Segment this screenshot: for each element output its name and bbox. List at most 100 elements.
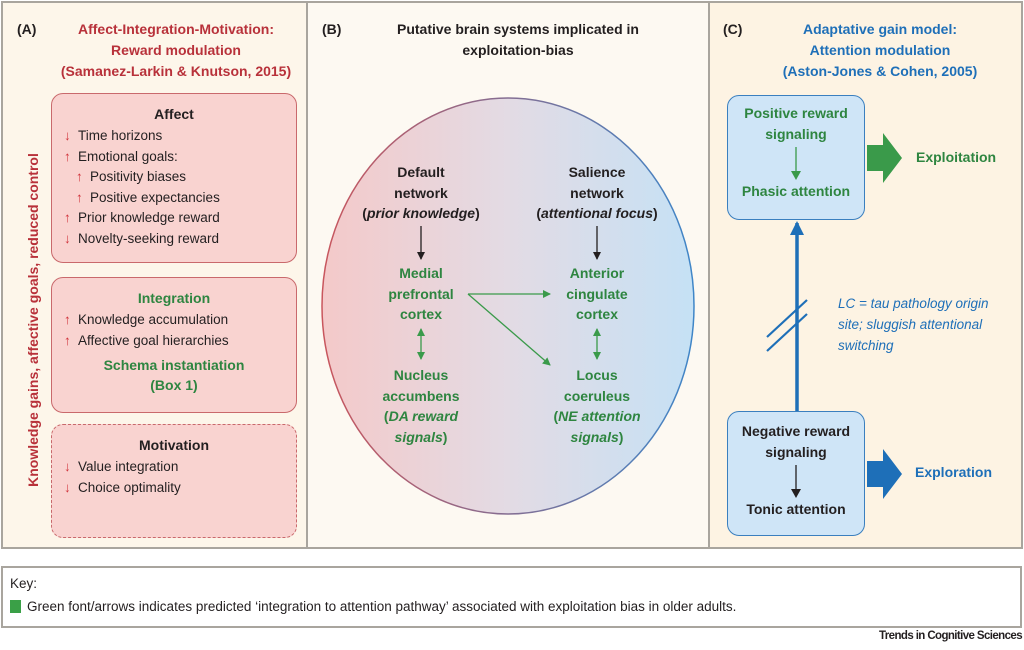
tonic-attention-label: Tonic attention xyxy=(746,501,846,517)
positive-reward-label: Positive reward signaling xyxy=(728,103,864,145)
panel-a-label: (A) xyxy=(17,21,37,37)
phasic-attention-label: Phasic attention xyxy=(741,183,851,199)
paren: ( xyxy=(536,205,541,221)
list-item-increase: ↑Affective goal hierarchies xyxy=(64,331,296,352)
negative-reward-label: Negative reward signaling xyxy=(728,421,864,463)
journal-footer: Trends in Cognitive Sciences xyxy=(879,630,1023,642)
arrow-down-icon: ↓ xyxy=(64,479,71,495)
list-item-text: Novelty-seeking reward xyxy=(78,230,220,246)
salience-network-node: Salience network (attentional focus) xyxy=(522,162,672,224)
node-line: Medial xyxy=(399,265,443,281)
node-line: Locus xyxy=(576,367,618,383)
list-item-increase: ↑Knowledge accumulation xyxy=(64,310,296,331)
list-item-decrease: ↓ Novelty-seeking reward xyxy=(64,229,296,250)
acc-node: Anterior cingulate cortex xyxy=(537,263,657,325)
node-italic: attentional focus xyxy=(540,205,653,221)
box-line: Positive reward xyxy=(744,105,848,121)
node-italic: NE attention xyxy=(558,408,641,424)
box-line: signaling xyxy=(765,444,827,460)
affect-box: Affect ↓Time horizons↑Emotional goals:↑P… xyxy=(51,93,297,263)
title-line: (Samanez-Larkin & Knutson, 2015) xyxy=(60,63,292,79)
node-line: coeruleus xyxy=(563,387,631,404)
integration-box: Integration ↑Knowledge accumulation↑Affe… xyxy=(51,277,297,413)
integration-list: ↑Knowledge accumulation↑Affective goal h… xyxy=(64,310,296,351)
mpfc-to-lc-arrow xyxy=(467,293,551,366)
arrow-up-icon: ↑ xyxy=(76,189,83,205)
arrow-down-icon: ↓ xyxy=(64,230,71,246)
node-line: prefrontal xyxy=(388,285,454,302)
node-italic: signals xyxy=(570,428,619,445)
panel-b-title: Putative brain systems implicated in exp… xyxy=(358,19,678,61)
mpfc-node: Medial prefrontal cortex xyxy=(361,263,481,325)
title-line: Putative brain systems implicated in xyxy=(397,21,639,37)
key-heading: Key: xyxy=(10,576,38,591)
panel-c-adaptive-gain: (C) Adaptative gain model: Attention mod… xyxy=(708,1,1023,549)
paren: ) xyxy=(653,205,658,221)
exploitation-label: Exploitation xyxy=(916,149,997,165)
list-item-text: Emotional goals: xyxy=(78,148,178,164)
list-item-decrease: ↓ Choice optimality xyxy=(64,478,296,499)
node-line: accumbens xyxy=(382,387,460,404)
node-line: signals) xyxy=(522,427,672,448)
list-item-increase: ↑ Emotional goals: xyxy=(64,147,296,168)
negative-to-tonic-arrow xyxy=(791,465,801,498)
list-item-increase: ↑ Prior knowledge reward xyxy=(64,208,296,229)
annotation-line: site; sluggish attentional xyxy=(838,317,983,332)
node-line: network xyxy=(570,184,624,201)
motivation-list: ↓Value integration↓ Choice optimality xyxy=(64,457,296,498)
list-item-increase: ↑ Positive expectancies xyxy=(64,188,296,209)
side-label: Knowledge gains, affective goals, reduce… xyxy=(25,153,41,487)
box-line: Negative reward xyxy=(741,423,851,439)
paren: ( xyxy=(553,408,559,424)
title-line: Attention modulation xyxy=(809,42,951,58)
list-item-text: Positive expectancies xyxy=(90,189,220,205)
paren: ) xyxy=(618,428,624,445)
affect-heading: Affect xyxy=(154,106,194,122)
key-entry: Green font/arrows indicates predicted ‘i… xyxy=(10,599,736,614)
node-line: (DA reward xyxy=(351,406,491,427)
paren: ( xyxy=(362,205,367,221)
arrow-up-icon: ↑ xyxy=(64,332,71,348)
annotation-line: switching xyxy=(838,338,894,353)
node-line: (NE attention xyxy=(522,406,672,427)
node-line: signals) xyxy=(351,427,491,448)
schema-instantiation: Schema instantiation (Box 1) xyxy=(52,355,296,395)
network-oval xyxy=(321,97,695,515)
arrow-down-icon: ↓ xyxy=(64,459,71,474)
list-item-increase: ↑ Positivity biases xyxy=(64,167,296,188)
node-line: Salience xyxy=(568,164,626,180)
box-ref: (Box 1) xyxy=(150,377,198,393)
key-box: Key: Green font/arrows indicates predict… xyxy=(1,566,1022,628)
node-line: cortex xyxy=(575,306,619,322)
list-item-text: Knowledge accumulation xyxy=(78,312,229,327)
list-item-text: Choice optimality xyxy=(78,479,181,495)
list-item-decrease: ↓Value integration xyxy=(64,457,296,478)
list-item-text: Prior knowledge reward xyxy=(78,210,220,225)
node-line: (prior knowledge) xyxy=(351,203,491,224)
title-line: exploitation-bias xyxy=(462,42,574,58)
title-line: (Aston-Jones & Cohen, 2005) xyxy=(782,63,978,79)
arrow-up-icon: ↑ xyxy=(64,148,71,164)
exploration-arrow xyxy=(867,449,902,499)
node-italic: signals xyxy=(394,428,443,445)
title-line: Adaptative gain model: xyxy=(802,21,958,37)
break-mark-line xyxy=(766,313,808,352)
lc-annotation: LC = tau pathology origin site; sluggish… xyxy=(838,293,988,356)
break-mark-line xyxy=(766,299,808,338)
node-line: network xyxy=(394,184,448,201)
panel-a-title: Affect-Integration-Motivation: Reward mo… xyxy=(45,19,307,82)
node-line: cortex xyxy=(399,306,443,322)
arrow-up-icon: ↑ xyxy=(76,169,83,184)
node-italic: DA reward xyxy=(388,408,459,424)
title-line: Affect-Integration-Motivation: xyxy=(78,21,274,37)
box-line: signaling xyxy=(765,126,827,142)
node-italic: prior knowledge xyxy=(366,205,476,221)
default-network-node: Default network (prior knowledge) xyxy=(351,162,491,224)
list-item-text: Positivity biases xyxy=(90,169,187,184)
positive-to-phasic-arrow xyxy=(791,147,801,180)
paren: ) xyxy=(475,205,480,221)
exploitation-arrow xyxy=(867,133,902,183)
arrow-up-icon: ↑ xyxy=(64,210,71,225)
node-line: cingulate xyxy=(566,285,628,302)
panel-b-label: (B) xyxy=(322,21,342,37)
